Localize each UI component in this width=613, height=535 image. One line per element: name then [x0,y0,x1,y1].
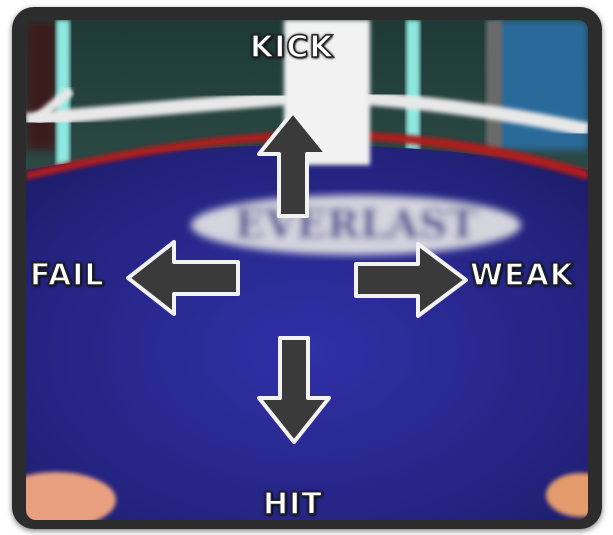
weak-label: WEAK [470,261,574,291]
arrow-down-icon[interactable] [255,334,333,446]
arrow-right-icon[interactable] [352,240,470,320]
fail-label: FAIL [30,261,105,291]
hit-label: HIT [263,490,323,520]
kick-label: KICK [250,33,334,63]
arrow-up-icon[interactable] [255,108,331,220]
arrow-left-icon[interactable] [124,238,242,318]
